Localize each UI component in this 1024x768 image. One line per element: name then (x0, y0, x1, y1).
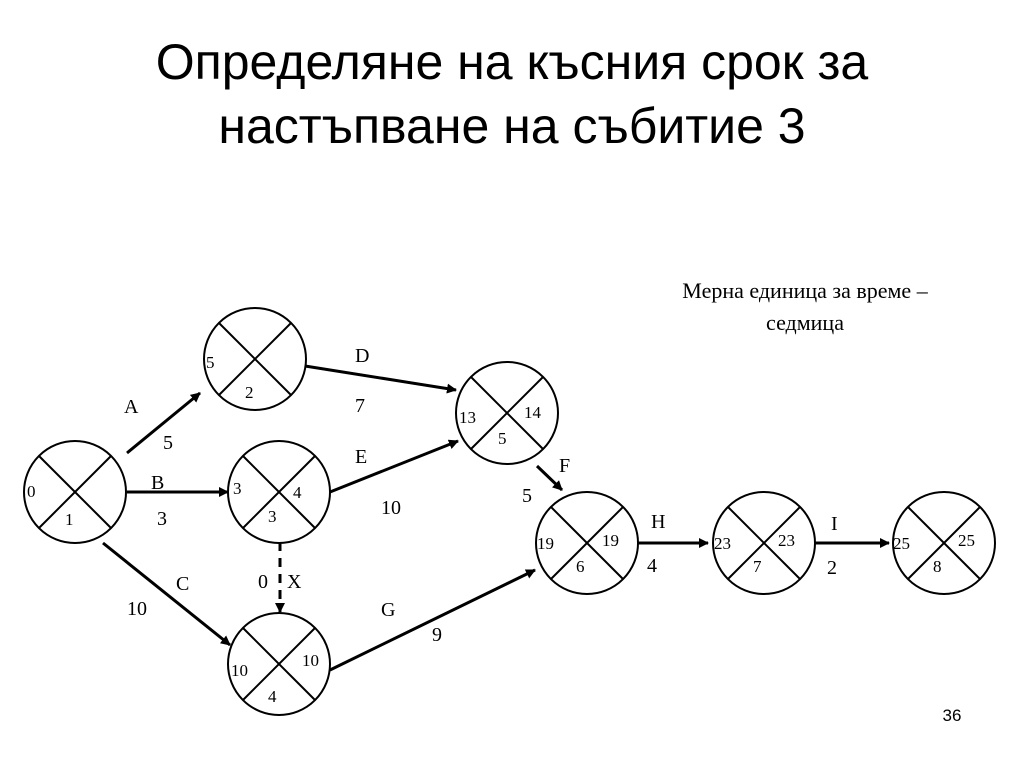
event-5-number: 5 (498, 429, 507, 448)
event-node-5: 13 14 5 (455, 361, 559, 465)
activity-labels: A 5 B 3 C 10 D 7 E 10 X 0 F 5 G 9 H 4 I … (124, 345, 838, 646)
event-4-right-value: 10 (302, 651, 319, 670)
slide-title: Определяне на късния срок за настъпване … (0, 30, 1024, 158)
event-node-3: 3 4 3 (227, 440, 331, 544)
event-7-left-value: 23 (714, 534, 731, 553)
activity-i-duration: 2 (827, 557, 837, 579)
activity-e-name: E (355, 446, 367, 468)
event-node-4: 10 10 4 (227, 612, 331, 716)
event-6-number: 6 (576, 557, 585, 576)
arrow-activity-a (126, 391, 201, 455)
slide-title-line-2: настъпване на събитие 3 (218, 98, 806, 154)
event-6-right-value: 19 (602, 531, 619, 550)
event-8-number: 8 (933, 557, 942, 576)
activity-g-name: G (381, 599, 395, 621)
event-node-7: 23 23 7 (712, 491, 816, 595)
event-7-number: 7 (753, 557, 762, 576)
event-node-8: 25 25 8 (892, 491, 996, 595)
activity-arrows (102, 364, 890, 672)
event-1-number: 1 (65, 510, 74, 529)
event-4-number: 4 (268, 687, 277, 706)
activity-c-name: C (176, 573, 189, 595)
event-2-left-value: 5 (206, 353, 215, 372)
activity-a-name: A (124, 396, 139, 418)
activity-h-name: H (651, 511, 665, 533)
activity-f-name: F (559, 455, 570, 477)
time-unit-note-line-2: седмица (766, 310, 844, 335)
event-6-left-value: 19 (537, 534, 554, 553)
slide-number: 36 (942, 706, 962, 725)
activity-i-name: I (831, 513, 838, 535)
event-4-left-value: 10 (231, 661, 248, 680)
event-2-number: 2 (245, 383, 254, 402)
event-8-right-value: 25 (958, 531, 975, 550)
activity-a-duration: 5 (163, 432, 173, 454)
activity-f-duration: 5 (522, 485, 532, 507)
time-unit-note: Мерна единица за време – седмица (620, 275, 990, 339)
activity-b-duration: 3 (157, 508, 167, 530)
arrow-activity-f (535, 464, 564, 492)
activity-x-name: X (287, 571, 302, 593)
event-5-right-value: 14 (524, 403, 542, 422)
event-node-2: 5 2 (203, 307, 307, 411)
event-8-left-value: 25 (893, 534, 910, 553)
arrow-activity-c (102, 541, 231, 647)
activity-d-duration: 7 (355, 395, 365, 417)
arrow-activity-g (329, 568, 536, 672)
time-unit-note-line-1: Мерна единица за време – (682, 278, 928, 303)
event-3-right-value: 4 (293, 483, 302, 502)
activity-e-duration: 10 (381, 497, 401, 519)
arrow-activity-d (304, 364, 457, 394)
activity-h-duration: 4 (647, 555, 657, 577)
event-node-1: 0 1 (23, 440, 127, 544)
arrow-activity-e (329, 439, 459, 494)
event-5-left-value: 13 (459, 408, 476, 427)
activity-c-duration: 10 (127, 598, 147, 620)
activity-d-name: D (355, 345, 369, 367)
event-7-right-value: 23 (778, 531, 795, 550)
activity-g-duration: 9 (432, 624, 442, 646)
slide-title-line-1: Определяне на късния срок за (155, 34, 869, 90)
activity-x-duration: 0 (258, 571, 268, 593)
event-1-left-value: 0 (27, 482, 36, 501)
event-3-left-value: 3 (233, 479, 242, 498)
activity-b-name: B (151, 472, 164, 494)
event-3-number: 3 (268, 507, 277, 526)
event-node-6: 19 19 6 (535, 491, 639, 595)
